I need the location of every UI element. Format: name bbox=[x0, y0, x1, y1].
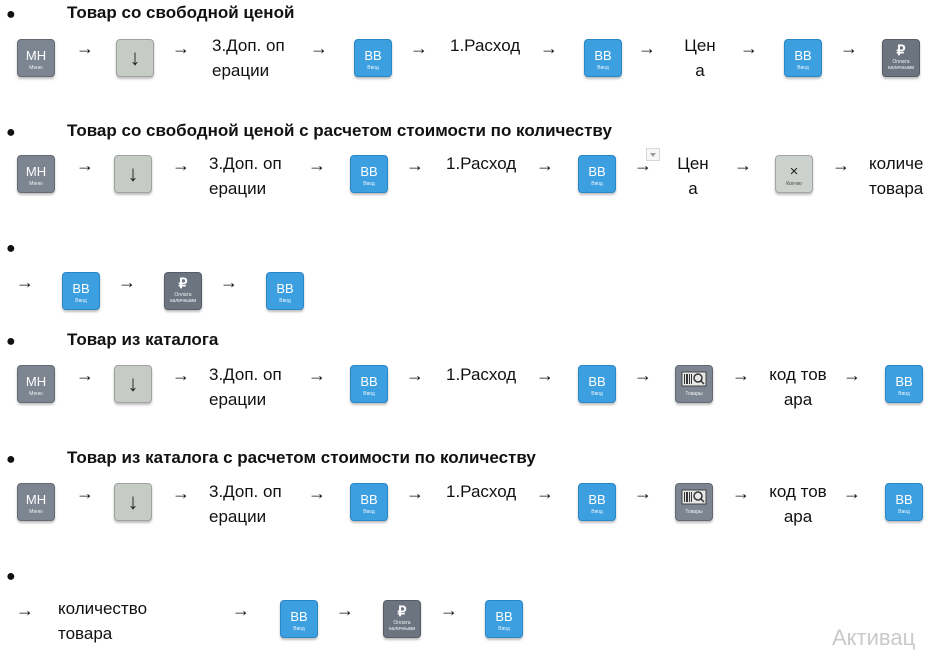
arrow: → bbox=[440, 600, 458, 620]
step-extra-operations: 3.Доп. операции bbox=[209, 154, 282, 198]
step-price: Цена bbox=[677, 154, 709, 198]
arrow: → bbox=[308, 155, 326, 175]
down-arrow-key: ↓ bbox=[114, 155, 152, 193]
arrow: → bbox=[740, 38, 758, 58]
step-price: Цена bbox=[684, 36, 716, 80]
arrow: → bbox=[540, 38, 558, 58]
section-heading: Товар со свободной ценой bbox=[67, 3, 295, 22]
arrow: → bbox=[16, 600, 34, 620]
arrow: → bbox=[76, 483, 94, 503]
arrow: → bbox=[406, 483, 424, 503]
bullet: ● bbox=[6, 6, 16, 23]
arrow: → bbox=[634, 365, 652, 385]
step-product-code: код товара bbox=[769, 482, 827, 526]
bullet: ● bbox=[6, 240, 16, 257]
arrow: → bbox=[832, 155, 850, 175]
step-quantity: количество товара bbox=[58, 599, 148, 643]
arrow: → bbox=[734, 155, 752, 175]
step-extra-operations: 3.Доп. операции bbox=[209, 482, 282, 526]
dropdown-marker-icon bbox=[646, 148, 660, 161]
quantity-key: ×Кол-во bbox=[775, 155, 813, 193]
arrow: → bbox=[410, 38, 428, 58]
arrow: → bbox=[843, 365, 861, 385]
arrow: → bbox=[843, 483, 861, 503]
catalog-key: Товары bbox=[675, 483, 713, 521]
bullet: ● bbox=[6, 451, 16, 468]
activation-watermark: Активац bbox=[832, 625, 916, 650]
arrow: → bbox=[840, 38, 858, 58]
arrow: → bbox=[634, 155, 652, 175]
cash-payment-key: ₽Оплата наличными bbox=[383, 600, 421, 638]
arrow: → bbox=[634, 483, 652, 503]
step-extra-operations: 3.Доп. операции bbox=[212, 36, 285, 80]
arrow: → bbox=[232, 600, 250, 620]
bullet: ● bbox=[6, 568, 16, 585]
arrow: → bbox=[310, 38, 328, 58]
step-expense: 1.Расход bbox=[446, 482, 517, 501]
catalog-icon bbox=[681, 489, 707, 505]
step-expense: 1.Расход bbox=[450, 36, 521, 55]
step-product-code: код товара bbox=[769, 365, 827, 409]
bullet: ● bbox=[6, 333, 16, 350]
down-arrow-key: ↓ bbox=[114, 365, 152, 403]
bullet: ● bbox=[6, 124, 16, 141]
arrow: → bbox=[308, 483, 326, 503]
arrow: → bbox=[172, 155, 190, 175]
arrow: → bbox=[638, 38, 656, 58]
arrow: → bbox=[76, 38, 94, 58]
step-extra-operations: 3.Доп. операции bbox=[209, 365, 282, 409]
arrow: → bbox=[406, 365, 424, 385]
arrow: → bbox=[536, 483, 554, 503]
arrow: → bbox=[732, 365, 750, 385]
arrow: → bbox=[76, 365, 94, 385]
step-expense: 1.Расход bbox=[446, 154, 517, 173]
step-quantity: количе товара bbox=[869, 154, 924, 198]
arrow: → bbox=[220, 272, 238, 292]
arrow: → bbox=[172, 483, 190, 503]
catalog-key: Товары bbox=[675, 365, 713, 403]
arrow: → bbox=[308, 365, 326, 385]
down-arrow-key: ↓ bbox=[116, 39, 154, 77]
down-arrow-key: ↓ bbox=[114, 483, 152, 521]
arrow: → bbox=[16, 272, 34, 292]
cash-payment-key: ₽Оплата наличными bbox=[882, 39, 920, 77]
arrow: → bbox=[172, 365, 190, 385]
arrow: → bbox=[118, 272, 136, 292]
arrow: → bbox=[336, 600, 354, 620]
step-expense: 1.Расход bbox=[446, 365, 517, 384]
cash-payment-key: ₽Оплата наличными bbox=[164, 272, 202, 310]
section-heading: Товар из каталога с расчетом стоимости п… bbox=[67, 448, 536, 467]
arrow: → bbox=[406, 155, 424, 175]
arrow: → bbox=[732, 483, 750, 503]
catalog-icon bbox=[681, 371, 707, 387]
section-heading: Товар со свободной ценой с расчетом стои… bbox=[67, 121, 612, 140]
arrow: → bbox=[536, 155, 554, 175]
arrow: → bbox=[76, 155, 94, 175]
section-heading: Товар из каталога bbox=[67, 330, 219, 349]
arrow: → bbox=[172, 38, 190, 58]
arrow: → bbox=[536, 365, 554, 385]
